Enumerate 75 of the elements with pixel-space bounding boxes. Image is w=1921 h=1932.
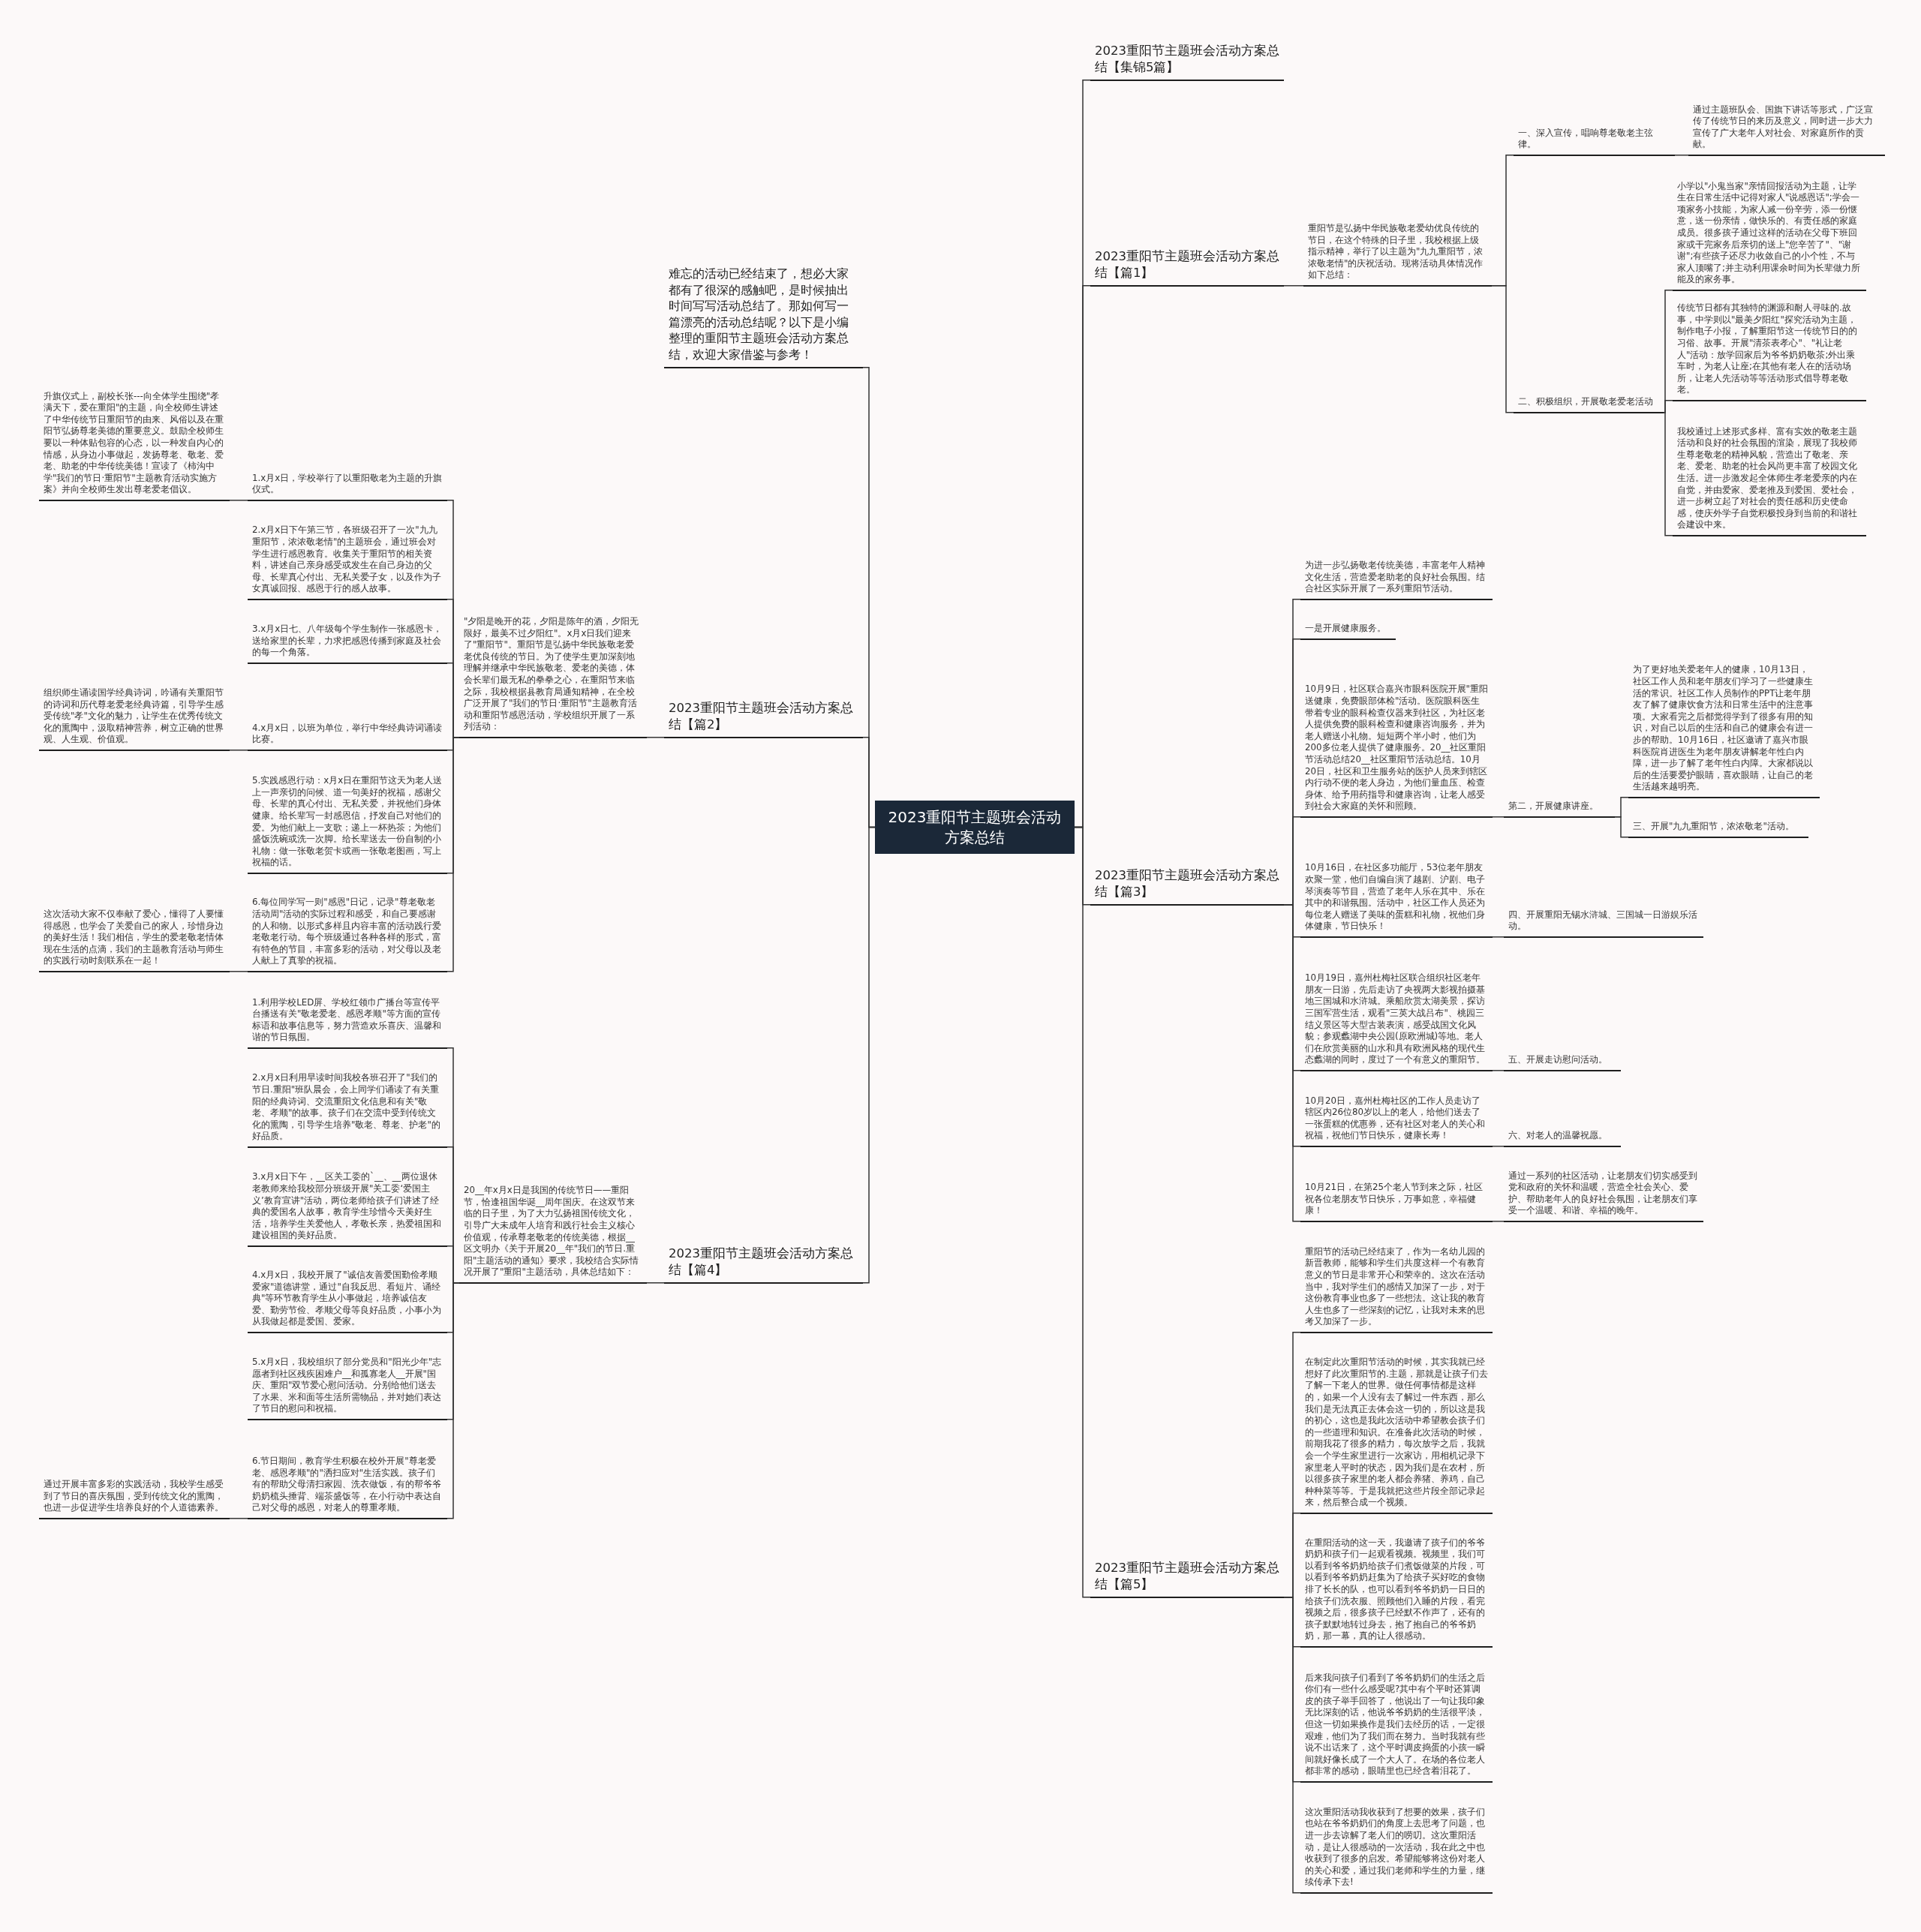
- connector-line: [1492, 816, 1505, 818]
- connector-line: [1283, 1597, 1301, 1894]
- note-text: 4.x月x日，我校开展了"诚信友善爱国勤俭孝顺爱家"道德讲堂，通过"自我反思、看短片、诵经典"等环节教育学生从小事做起，培养诚信友爱、勤劳节俭、孝顺父母等良好品质，小事小为从我做起都是爱国、爱家。: [248, 1269, 447, 1333]
- note-text: 6.节日期间，教育学生积极在校外开展"尊老爱老、感恩孝顺"的"洒扫应对"生活实践。孩子们有的帮助父母清扫家园、洗衣做饭，有的帮爷爷奶奶梳头捶背、端茶盛饭等，在小行动中表达自己对父母的感恩，对老人的尊重孝顺。: [248, 1456, 447, 1519]
- note-text: 10月20日，嘉州杜梅社区的工作人员走访了辖区内26位80岁以上的老人，给他们送去了一张蛋糕的优惠券，还有社区对老人的关心和祝福，祝他们节日快乐，健康长寿！: [1300, 1095, 1493, 1147]
- note-text: 一、深入宣传，唱响尊老敬老主弦律。: [1514, 127, 1675, 156]
- note-text: 升旗仪式上，副校长张---向全体学生围绕"孝满天下，爱在重阳"的主题，向全校师生讲述了中华传统节日重阳节的由来、风俗以及在重阳节弘扬尊老美德的重要意义。鼓励全校师生要以一种体贴包容的心态，以一种发自内心的情感，从身边小事做起，发扬尊老、敬老、爱老、助老的中华传统美德！宣读了《柿沟中学"我们的节日·重阳节"主题教育活动实施方案》并向全校师生发出尊老爱老倡议。: [39, 390, 230, 501]
- note-text: 后来我问孩子们看到了爷爷奶奶们的生活之后你们有一些什么感受呢?其中有个平时还算调皮的孩子举手回答了，他说出了一句让我印象无比深刻的话，他说爷爷奶奶的生活很平淡，但这一切如果换作是我们去经历的话，一定很艰难，他们为了我们而在努力。当时我就有些说不出话来了，这个平时调皮捣蛋的小孩一瞬间就好像长成了一个大人了。在场的各位老人都非常的感动，眼睛里也已经含着泪花了。: [1300, 1672, 1493, 1783]
- connector-line: [229, 1518, 248, 1519]
- connector-line: [1492, 936, 1505, 938]
- note-text: 10月21日，在第25个老人节到来之际，社区祝各位老朋友节日快乐，万事如意，幸福健康！: [1300, 1182, 1493, 1222]
- connector-line: [446, 1282, 460, 1519]
- connector-line: [1614, 816, 1629, 838]
- note-text: 通过主题班队会、国旗下讲话等形式，广泛宣传了传统节日的来历及意义，同时进一步大力宣传了广大老年人对社会、对家庭所作的贡献。: [1688, 104, 1885, 156]
- connector-line: [229, 500, 248, 501]
- connector-line: [1492, 1070, 1505, 1071]
- connector-line: [229, 971, 248, 972]
- note-text: 5.x月x日，我校组织了部分党员和"阳光少年"志愿者到社区残疾困难户__和孤寡老人__开展"国庆、重阳"双节爱心慰问活动。分别给他们送去了水果、米和面等生活所需物品，并对她们表达了节日的慰问和祝福。: [248, 1357, 447, 1420]
- note-text: 为进一步弘扬敬老传统美德，丰富老年人精神文化生活，营造爱老助老的良好社会氛围。结合社区实际开展了一系列重阳节活动。: [1300, 560, 1493, 600]
- note-text: 10月9日，社区联合嘉兴市眼科医院开展"重阳送健康，免费眼部体检"活动。医院眼科医生带着专业的眼科检查仪器来到社区，为社区老人提供免费的眼科检查和健康咨询服务，并为老人赠送小礼物。短短两个半小时，他们为200多位老人提供了健康服务。20__社区重阳节活动总结20__社区重阳节活动总结。10月20日，社区和卫生服务站的医护人员来到辖区内行动不便的老人身边，为他们量血压、检查身体、给予用药指导和健康咨询，让老人感受到社会大家庭的关怀和照顾。: [1300, 684, 1493, 818]
- central-topic: 2023重阳节主题班会活动方案总结: [875, 801, 1075, 854]
- note-text: 六、对老人的温馨祝愿。: [1504, 1130, 1621, 1147]
- connector-line: [1492, 1221, 1505, 1222]
- note-text: 小学以"小鬼当家"亲情回报活动为主题，让学生在日常生活中记得对家人"说感恩话";学会一项家务小技能，为家人减一份辛劳，添一份惬意，送一份亲情，做快乐的、有责任感的家庭成员。很多孩子通过这样的活动在父母下班回家或干完家务后亲切的送上"您辛苦了"、"谢谢";有些孩子还尽力收敛自己的小个性，不与家人顶嘴了;并主动利用课余时间为长辈做力所能及的家务事。: [1673, 180, 1866, 291]
- note-text: 重阳节的活动已经结束了，作为一名幼儿园的新晋教师，能够和学生们共度这样一个有教育意义的节日是非常开心和荣幸的。这次在活动当中，我对学生们的感情又加深了一步，对于这份教育事业也多了一些想法。这让我的教育人生也多了一些深刻的记忆，让我对未来的思考又加深了一步。: [1300, 1245, 1493, 1333]
- note-text: 一是开展健康服务。: [1300, 623, 1396, 640]
- note-text: 这次重阳活动我收获到了想要的效果，孩子们也站在爷爷奶奶们的角度上去思考了问题，也进一步去谅解了老人们的唠叨。这次重阳活动，是让人很感动的一次活动，我在此之中也收获到了很多的启发。希望能够将这份对老人的关心和爱，通过我们老师和学生的力量，继续传承下去!: [1300, 1806, 1493, 1894]
- note-text: 重阳节是弘扬中华民族敬老爱幼优良传统的节日，在这个特殊的日子里，我校根据上级指示精神，举行了以主题为"九九重阳节，浓浓敬老情"的庆祝活动。现将活动具体情况作如下总结：: [1303, 223, 1492, 287]
- note-text: 组织师生诵读国学经典诗词，吟诵有关重阳节的诗词和历代尊老爱老经典诗篇，引导学生感受传统"孝"文化的魅力，让学生在优秀传统文化的熏陶中，汲取精神营养，树立正确的世界观、人生观、价值观。: [39, 687, 230, 751]
- connector-line: [1663, 400, 1673, 413]
- note-text: 6.每位同学写一则"感恩"日记，记录"尊老敬老活动周"活动的实际过程和感受，和自己要感谢的人和物。以形式多样且内容丰富的活动践行爱老敬老行动。每个班级通过各种各样的形式，富有特色的节目，丰富多彩的活动，对父母以及老人献上了真挚的祝福。: [248, 897, 447, 972]
- intro-text: 难忘的活动已经结束了，想必大家都有了很深的感触吧，是时候抽出时间写写活动总结了。那如何写一篇漂亮的活动总结呢？以下是小编整理的重阳节主题班会活动方案总结，欢迎大家借鉴与参考！: [664, 266, 863, 368]
- connector-line: [1074, 826, 1091, 1598]
- connector-line: [1674, 155, 1689, 156]
- note-text: 五、开展走访慰问活动。: [1504, 1054, 1621, 1071]
- connector-line: [646, 1282, 665, 1284]
- note-text: 20__年x月x日是我国的传统节日——重阳节，恰逢祖国华诞__周年国庆。在这双节来临的日子里，为了大力弘扬祖国传统文化，引导广大未成年人培育和践行社会主义核心价值观，传承尊老敬老的传统美德，根据__区文明办《关于开展20__年"我们的节日.重阳"主题活动的通知》要求，我校结合实际情况开展了"重阳"主题活动，具体总结如下：: [459, 1185, 647, 1284]
- note-text: 为了更好地关爱老年人的健康，10月13日，社区工作人员和老年朋友们学习了一些健康生活的常识。社区工作人员制作的PPT让老年朋友了解了健康饮食方法和日常生活中的注意事项。大家看完之后都觉得学到了很多有用的知识，对自己以后的生活和自己的健康会有进一步的帮助。10月16日，社区邀请了嘉兴市眼科医院肖进医生为老年朋友讲解老年性白内障，进一步了解了老年性白内障。大家都说以后的生活要爱护眼睛，喜欢眼睛，让自己的老生活越来越明亮。: [1628, 664, 1820, 798]
- connector-line: [646, 737, 665, 738]
- note-text: 这次活动大家不仅奉献了爱心，懂得了人要懂得感恩，也学会了关爱自己的家人，珍惜身边的美好生活！我们相信，学生的爱老敬老情体现在生活的点滴，我们的主题教育活动与师生的实践行动时刻联系在一起！: [39, 909, 230, 972]
- note-text: 4.x月x日，以班为单位，举行中华经典诗词诵读比赛。: [248, 722, 447, 751]
- branch-heading: 2023重阳节主题班会活动方案总结【篇2】: [664, 700, 863, 738]
- note-text: 四、开展重阳无锡水浒城、三国城一日游娱乐活动。: [1504, 909, 1703, 938]
- note-text: 通过开展丰富多彩的实践活动，我校学生感受到了节日的喜庆氛围，受到传统文化的熏陶，也进一步促进学生培养良好的个人道德素养。: [39, 1479, 230, 1519]
- connector-line: [1492, 1146, 1505, 1147]
- note-text: 三、开展"九九重阳节，浓浓敬老"活动。: [1628, 821, 1808, 838]
- branch-heading: 2023重阳节主题班会活动方案总结【篇4】: [664, 1245, 863, 1284]
- note-text: 在制定此次重阳节活动的时候，其实我就已经想好了此次重阳节的.主题，那就是让孩子们去了解一下老人的世界。做任何事情都是这样的，如果一个人没有去了解过一件东西，那么我们是无法真正去体会这一切的，所以这是我的初心，这也是我此次活动中希望教会孩子们的一些道理和知识。在准备此次活动的时候，前期我花了很多的精力，每次放学之后，我就会一个学生家里进行一次家访，用相机记录下家里老人平时的状态，因为我们是在农村，所以很多孩子家里的老人都会养猪、养鸡，自己种种菜等等。于是我就把这些片段全部记录起来，然后整合成一个视频。: [1300, 1357, 1493, 1514]
- note-text: 10月19日，嘉州杜梅社区联合组织社区老年朋友一日游，先后走访了央视两大影视拍摄基地三国城和水浒城。乘船欣赏太湖美景，探访三国军营生活，观看"三英大战吕布"、桃园三结义景区等大型古装表演，感受战国文化风貌；参观蠡湖中央公园(原欧洲城)等地。老人们在欣赏美丽的山水和具有欧洲风格的现代生态蠡湖的同时，度过了一个有意义的重阳节。: [1300, 972, 1493, 1071]
- branch-heading: 2023重阳节主题班会活动方案总结【篇3】: [1090, 867, 1284, 906]
- note-text: 通过一系列的社区活动，让老朋友们切实感受到党和政府的关怀和温暖，营造全社会关心、爱护、帮助老年人的良好社会氛围，让老朋友们享受一个温暖、和谐、幸福的晚年。: [1504, 1170, 1703, 1222]
- note-text: 我校通过上述形式多样、富有实效的敬老主题活动和良好的社会氛围的渲染，展现了我校师生尊老敬老的精神风貌，营造出了敬老、亲老、爱老、助老的社会风尚更丰富了校园文化生活。进一步激发起全体师生孝老爱亲的内在自觉，并由爱家、爱老推及到爱国、爱社会，进一步树立起了对社会的责任感和历史使命感，使庆外学子自觉积极投身到当前的和谐社会建设中来。: [1673, 425, 1866, 536]
- connector-line: [1663, 412, 1673, 536]
- note-text: 2.x月x日下午第三节，各班级召开了一次"九九重阳节，浓浓敬老情"的主题班会，通过班会对学生进行感恩教育。收集关于重阳节的相关资料，讲述自己亲身感受或发生在自己身边的父母、长辈真心付出、无私关爱子女，以及作为子女真诚回报、感恩于行的感人故事。: [248, 524, 447, 600]
- branch-heading: 2023重阳节主题班会活动方案总结【篇1】: [1090, 248, 1284, 287]
- note-text: 二、积极组织，开展敬老爱老活动: [1514, 396, 1664, 413]
- note-text: 2.x月x日利用早读时间我校各班召开了"我们的节日.重阳"班队晨会，会上同学们诵读了有关重阳的经典诗词、交流重阳文化信息和有关"敬老、孝顺"的故事。孩子们在交流中受到传统文化的熏陶，引导学生培养"敬老、尊老、护老"的好品质。: [248, 1072, 447, 1148]
- note-text: 传统节日都有其独特的渊源和耐人寻味的.故事，中学则以"最美夕阳红"探究活动为主题，制作电子小报，了解重阳节这一传统节日的的习俗、故事。开展"清茶表孝心"、"礼让老人"活动：放学回家后为爷爷奶奶敬茶;外出乘车时，为老人让座;在其他有老人在的活动场所，让老人先活动等等活动形式倡导尊老敬老。: [1673, 302, 1866, 401]
- note-text: 1.利用学校LED屏、学校红领巾广播台等宣传平台播送有关"敬老爱老、感恩孝顺"等方面的宣传标语和故事信息等，努力营造欢乐喜庆、温馨和谐的节日氛围。: [248, 996, 447, 1049]
- connector-line: [229, 750, 248, 751]
- note-text: 1.x月x日，学校举行了以重阳敬老为主题的升旗仪式。: [248, 472, 447, 501]
- branch-heading: 2023重阳节主题班会活动方案总结【篇5】: [1090, 1560, 1284, 1598]
- note-text: "夕阳是晚开的花，夕阳是陈年的酒，夕阳无限好，最美不过夕阳红"。x月x日我们迎来了"重阳节"。重阳节是弘扬中华民族敬老爱老优良传统的节日。为了使学生更加深刻地理解并继承中华民族敬老、爱老的美德，体会长辈们最无私的拳拳之心，在重阳节来临之际，我校根据县教育局通知精神，在全校广泛开展了"我们的节日·重阳节"主题教育活动和重阳节感恩活动，学校组织开展了一系列活动：: [459, 616, 647, 738]
- branch-heading: 2023重阳节主题班会活动方案总结【集锦5篇】: [1090, 43, 1284, 81]
- note-text: 3.x月x日七、八年级每个学生制作一张感恩卡，送给家里的长辈，力求把感恩传播到家庭及社会的每一个角落。: [248, 623, 447, 664]
- note-text: 第二，开展健康讲座。: [1504, 801, 1615, 818]
- connector-line: [1491, 285, 1514, 413]
- connector-line: [862, 826, 876, 1284]
- connector-line: [1283, 904, 1301, 1222]
- connector-line: [1283, 285, 1304, 287]
- note-text: 在重阳活动的这一天，我邀请了孩子们的爷爷奶奶和孩子们一起观看视频。视频里，我们可以看到爷爷奶奶给孩子们煮饭做菜的片段，可以看到爷爷奶奶赶集为了给孩子买好吃的食物排了长长的队，也可以看到爷爷奶奶一日日的给孩子们洗衣服、照顾他们入睡的片段，看完视频之后，很多孩子已经默不作声了，还有的孩子默默地转过身去，抱了抱自己的爷爷奶奶，那一幕，真的让人很感动。: [1300, 1537, 1493, 1648]
- note-text: 5.实践感恩行动：x月x日在重阳节这天为老人送上一声亲切的问候、道一句美好的祝福，感谢父母、长辈的真心付出、无私关爱，并祝他们身体健康。给长辈写一封感恩信，抒发自己对他们的爱。为他们献上一支歌；递上一杯热茶；为他们盛饭洗碗或洗一次脚。给长辈送去一份自制的小礼物：做一张敬老贺卡或画一张敬老图画，写上祝福的话。: [248, 775, 447, 874]
- connector-line: [446, 737, 460, 972]
- note-text: 3.x月x日下午，__区关工委的`__、__两位退休老教师来给我校部分班级开展"关工委‘爱国主义’教育宣讲"活动，两位老师给孩子们讲述了经典的爱国名人故事，教育学生珍惜今天美好生活，培养学生关爱他人，孝敬长亲，热爱祖国和建设祖国的美好品质。: [248, 1171, 447, 1247]
- note-text: 10月16日，在社区多功能厅，53位老年朋友欢聚一堂，他们自编自演了越剧、沪剧、电子琴演奏等节目，营造了老年人乐在其中、乐在其中的和谐氛围。活动中，社区工作人员还为每位老人赠送了美味的蛋糕和礼物，祝他们身体健康，节日快乐！: [1300, 862, 1493, 938]
